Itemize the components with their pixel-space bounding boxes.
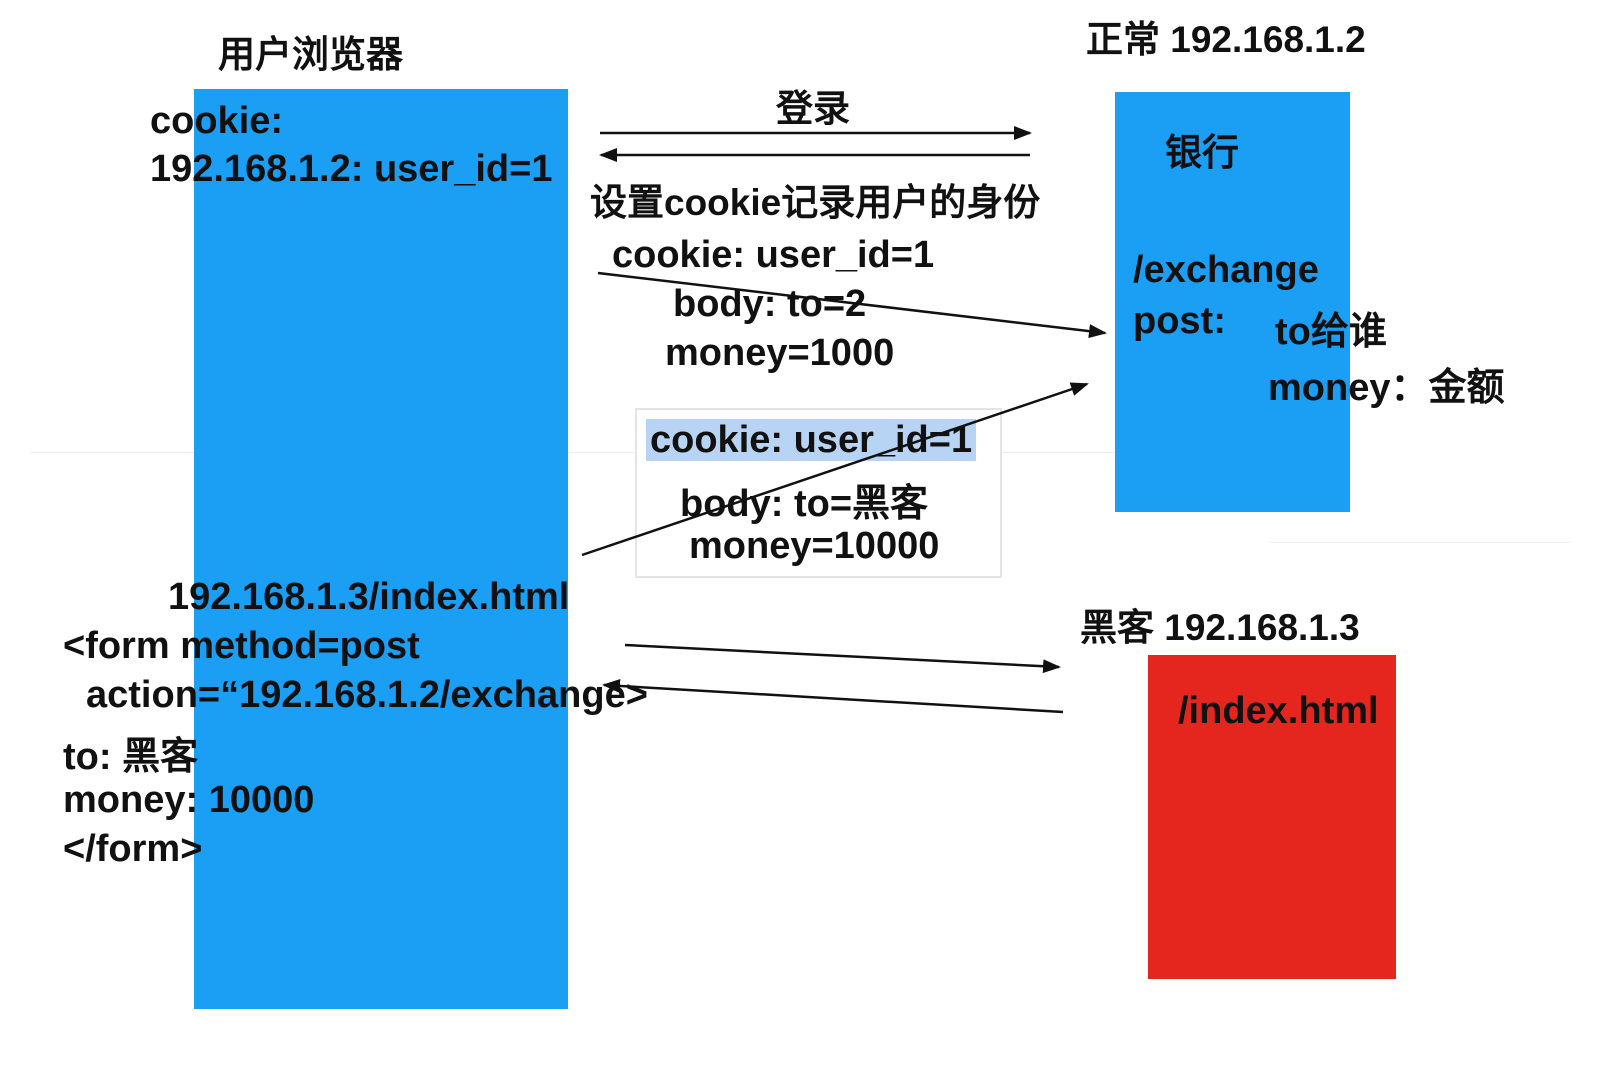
bank-endpoint: /exchange bbox=[1133, 249, 1319, 291]
background-rule bbox=[1270, 542, 1570, 543]
browser-title: 用户浏览器 bbox=[218, 34, 403, 75]
legit-request-body: body: to=2 bbox=[673, 283, 867, 325]
forged-request-cookie-text: cookie: user_id=1 bbox=[646, 419, 977, 461]
set-cookie-label: 设置cookie记录用户的身份 bbox=[590, 182, 1041, 223]
browser-cookie-label: cookie: bbox=[150, 100, 284, 142]
login-label: 登录 bbox=[776, 88, 850, 129]
form-close-tag: </form> bbox=[63, 828, 203, 870]
legit-request-arrow bbox=[597, 271, 1107, 339]
forged-request-cookie: cookie: user_id=1 bbox=[646, 419, 977, 462]
form-action: action=“192.168.1.2/exchange> bbox=[86, 674, 648, 716]
hacker-server-box bbox=[1148, 655, 1396, 979]
forged-request-money: money=10000 bbox=[689, 525, 940, 567]
return-hacker-page-arrow bbox=[602, 678, 1064, 714]
fetch-hacker-page-arrow bbox=[624, 643, 1061, 674]
form-money-field: money: 10000 bbox=[63, 779, 315, 821]
hacker-server-title: 黑客 192.168.1.3 bbox=[1080, 607, 1360, 648]
bank-label: 银行 bbox=[1165, 132, 1239, 173]
legit-request-money: money=1000 bbox=[665, 332, 895, 374]
bank-post-label: post: bbox=[1133, 300, 1226, 342]
legit-request-cookie: cookie: user_id=1 bbox=[612, 234, 935, 276]
hacker-endpoint: /index.html bbox=[1178, 690, 1379, 732]
bank-param-money: money：金额 bbox=[1268, 367, 1505, 409]
browser-cookie-value: 192.168.1.2: user_id=1 bbox=[150, 148, 553, 190]
form-open-tag: <form method=post bbox=[63, 625, 420, 667]
bank-server-box bbox=[1115, 92, 1350, 512]
normal-server-title: 正常 192.168.1.2 bbox=[1086, 19, 1366, 60]
browser-box bbox=[194, 89, 568, 1009]
forged-request-arrow bbox=[581, 382, 1089, 557]
form-to-field: to: 黑客 bbox=[63, 736, 199, 778]
bank-param-to: to给谁 bbox=[1275, 311, 1387, 353]
forged-request-body: body: to=黑客 bbox=[680, 483, 929, 525]
hacker-page-url: 192.168.1.3/index.html bbox=[168, 576, 570, 618]
